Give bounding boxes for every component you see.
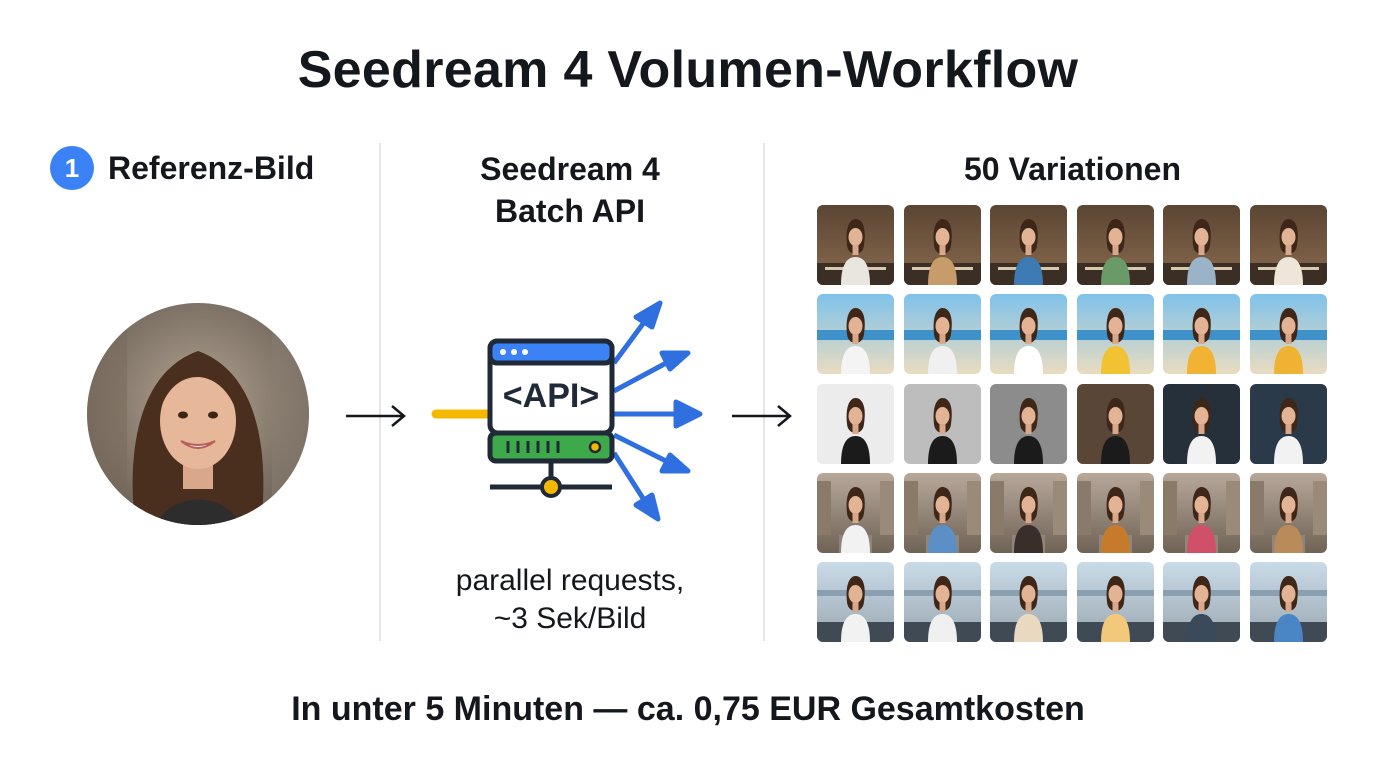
variation-thumbnail bbox=[990, 562, 1068, 643]
variation-thumbnail bbox=[903, 562, 981, 643]
batch-caption-line1: parallel requests, bbox=[455, 564, 685, 597]
variation-thumbnail bbox=[990, 383, 1068, 464]
variation-thumbnail bbox=[1163, 294, 1241, 375]
variation-thumbnail bbox=[1076, 294, 1154, 375]
variation-thumbnail bbox=[990, 472, 1068, 553]
page-title: Seedream 4 Volumen-Workflow bbox=[297, 41, 1079, 99]
batch-api-heading-line2: Batch API bbox=[495, 193, 645, 229]
variation-thumbnail bbox=[990, 205, 1068, 285]
reference-portrait bbox=[87, 303, 309, 525]
variation-thumbnail bbox=[990, 294, 1068, 375]
reference-image-heading: Referenz-Bild bbox=[108, 150, 315, 186]
variation-thumbnail bbox=[1249, 383, 1327, 464]
batch-caption-line2: ~3 Sek/Bild bbox=[493, 602, 647, 635]
arrow-right-icon bbox=[732, 405, 792, 427]
variation-thumbnail bbox=[1249, 562, 1327, 643]
variation-thumbnail bbox=[1076, 472, 1154, 553]
variation-thumbnail bbox=[1249, 205, 1327, 285]
variation-thumbnail bbox=[1163, 383, 1241, 464]
variation-thumbnail bbox=[903, 294, 981, 375]
batch-api-heading-line1: Seedream 4 bbox=[480, 151, 660, 187]
column-divider-right bbox=[763, 143, 765, 641]
step-number-badge: 1 bbox=[50, 146, 94, 190]
variation-thumbnail bbox=[1163, 562, 1241, 643]
variation-thumbnail bbox=[903, 472, 981, 553]
variation-thumbnail bbox=[1163, 472, 1241, 553]
column-divider-left bbox=[379, 143, 381, 641]
api-server-icon: <API> bbox=[431, 300, 703, 522]
summary-footer: In unter 5 Minuten — ca. 0,75 EUR Gesamt… bbox=[291, 690, 1085, 728]
variation-thumbnail bbox=[1249, 472, 1327, 553]
variation-thumbnail bbox=[817, 294, 894, 375]
variation-thumbnail bbox=[817, 205, 894, 285]
variations-heading: 50 Variationen bbox=[964, 151, 1181, 187]
batch-caption: parallel requests, ~3 Sek/Bild bbox=[395, 562, 745, 638]
variation-thumbnail bbox=[1076, 205, 1154, 285]
variation-thumbnail bbox=[903, 383, 981, 464]
variation-thumbnail bbox=[903, 205, 981, 285]
variation-thumbnail bbox=[1076, 562, 1154, 643]
variation-thumbnail bbox=[1163, 205, 1241, 285]
variation-thumbnail bbox=[1249, 294, 1327, 375]
variations-grid bbox=[817, 205, 1327, 643]
fan-out-arrows-icon bbox=[611, 300, 703, 522]
variation-thumbnail bbox=[817, 562, 894, 643]
variation-thumbnail bbox=[1076, 383, 1154, 464]
arrow-right-icon bbox=[346, 405, 406, 427]
variation-thumbnail bbox=[817, 383, 894, 464]
batch-api-heading: Seedream 4 Batch API bbox=[420, 148, 720, 232]
variation-thumbnail bbox=[817, 472, 894, 553]
api-label: <API> bbox=[503, 377, 599, 415]
